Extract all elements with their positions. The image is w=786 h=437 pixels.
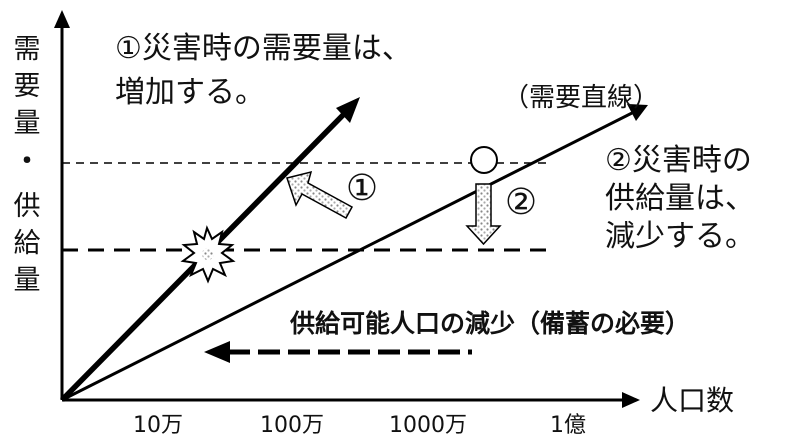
- x-axis-label: 人口数: [650, 384, 734, 417]
- x-tick-label: 10万: [133, 413, 183, 437]
- y-label-char: ・: [14, 146, 41, 177]
- demand-increase-arrow: [286, 170, 354, 220]
- y-label-char: 需: [14, 34, 41, 65]
- x-tick-label: 1億: [550, 413, 586, 437]
- y-label-char: 量: [14, 265, 41, 296]
- demand-line: [61, 110, 635, 402]
- starburst-center: [202, 248, 214, 260]
- annotation-2-line-2: 供給量は、: [605, 181, 755, 216]
- marker-2: ②: [505, 182, 537, 223]
- intersection-circle: [470, 146, 498, 174]
- x-tick-label: 1000万: [389, 413, 467, 437]
- annotation-1-line-2: 増加する。: [115, 75, 265, 110]
- demand-line-label: （需要直線）: [503, 83, 659, 113]
- bottom-note: 供給可能人口の減少（備蓄の必要）: [289, 309, 690, 338]
- y-axis-arrowhead: [54, 10, 70, 28]
- demand-line-arrowhead: [627, 104, 648, 121]
- y-label-char: 給: [14, 228, 41, 259]
- y-axis-label: 需 要 量 ・ 供 給 量: [14, 34, 41, 296]
- x-axis-arrowhead: [622, 392, 640, 408]
- annotation-1-line-1: ①災害時の需要量は、: [115, 31, 412, 66]
- marker-1: ①: [346, 168, 378, 209]
- annotation-2-line-1: ②災害時の: [605, 143, 752, 178]
- supply-decrease-arrow: [465, 183, 502, 246]
- disaster-demand-arrowhead: [336, 97, 360, 123]
- x-tick-label: 100万: [260, 413, 324, 437]
- y-label-char: 量: [14, 108, 41, 139]
- y-label-char: 要: [14, 71, 41, 102]
- annotation-2-line-3: 減少する。: [605, 219, 755, 254]
- y-label-char: 供: [14, 191, 41, 222]
- dashed-left-arrowhead: [204, 341, 230, 363]
